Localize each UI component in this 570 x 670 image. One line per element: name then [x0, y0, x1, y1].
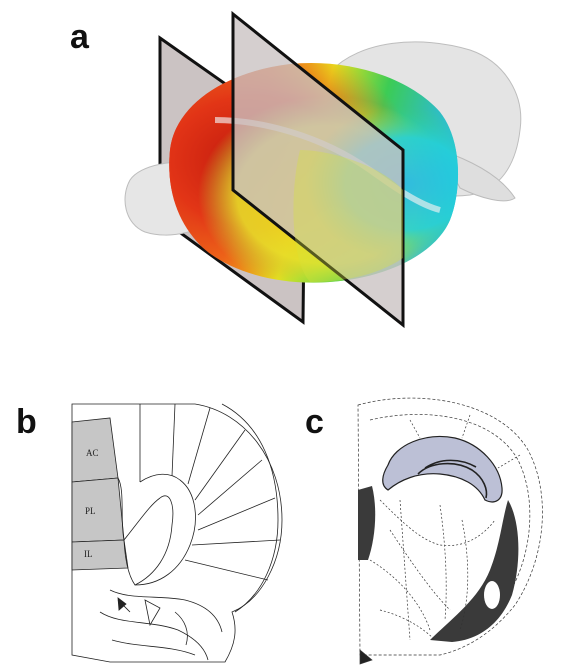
layer-line — [498, 455, 520, 468]
lateral-ventricle-right — [430, 500, 518, 642]
layer-line — [192, 540, 280, 545]
lateral-ventricle-left — [358, 486, 375, 560]
layer-line — [198, 498, 275, 530]
striatum-boundary — [135, 474, 195, 585]
layer-line — [462, 415, 470, 438]
hippocampus — [383, 437, 502, 502]
region-label-ac: AC — [86, 448, 99, 458]
brain-3d-figure — [125, 14, 521, 325]
ventral-marker — [360, 650, 372, 664]
region-label-pl: PL — [85, 506, 96, 516]
atlas-section-hippocampus — [358, 398, 542, 664]
atlas-section-prefrontal: AC PL IL — [72, 404, 282, 662]
layer-line — [198, 460, 262, 515]
layer-line — [410, 420, 420, 438]
layer-line — [188, 408, 210, 484]
layer-line — [185, 560, 268, 580]
white-matter — [118, 478, 173, 585]
ventricle-hole — [484, 581, 500, 609]
layer-line — [195, 430, 245, 500]
layer-line — [172, 404, 175, 476]
region-pl — [72, 478, 124, 542]
region-label-il: IL — [84, 549, 93, 559]
ventricle-mark — [118, 598, 126, 610]
region-il — [72, 540, 128, 570]
